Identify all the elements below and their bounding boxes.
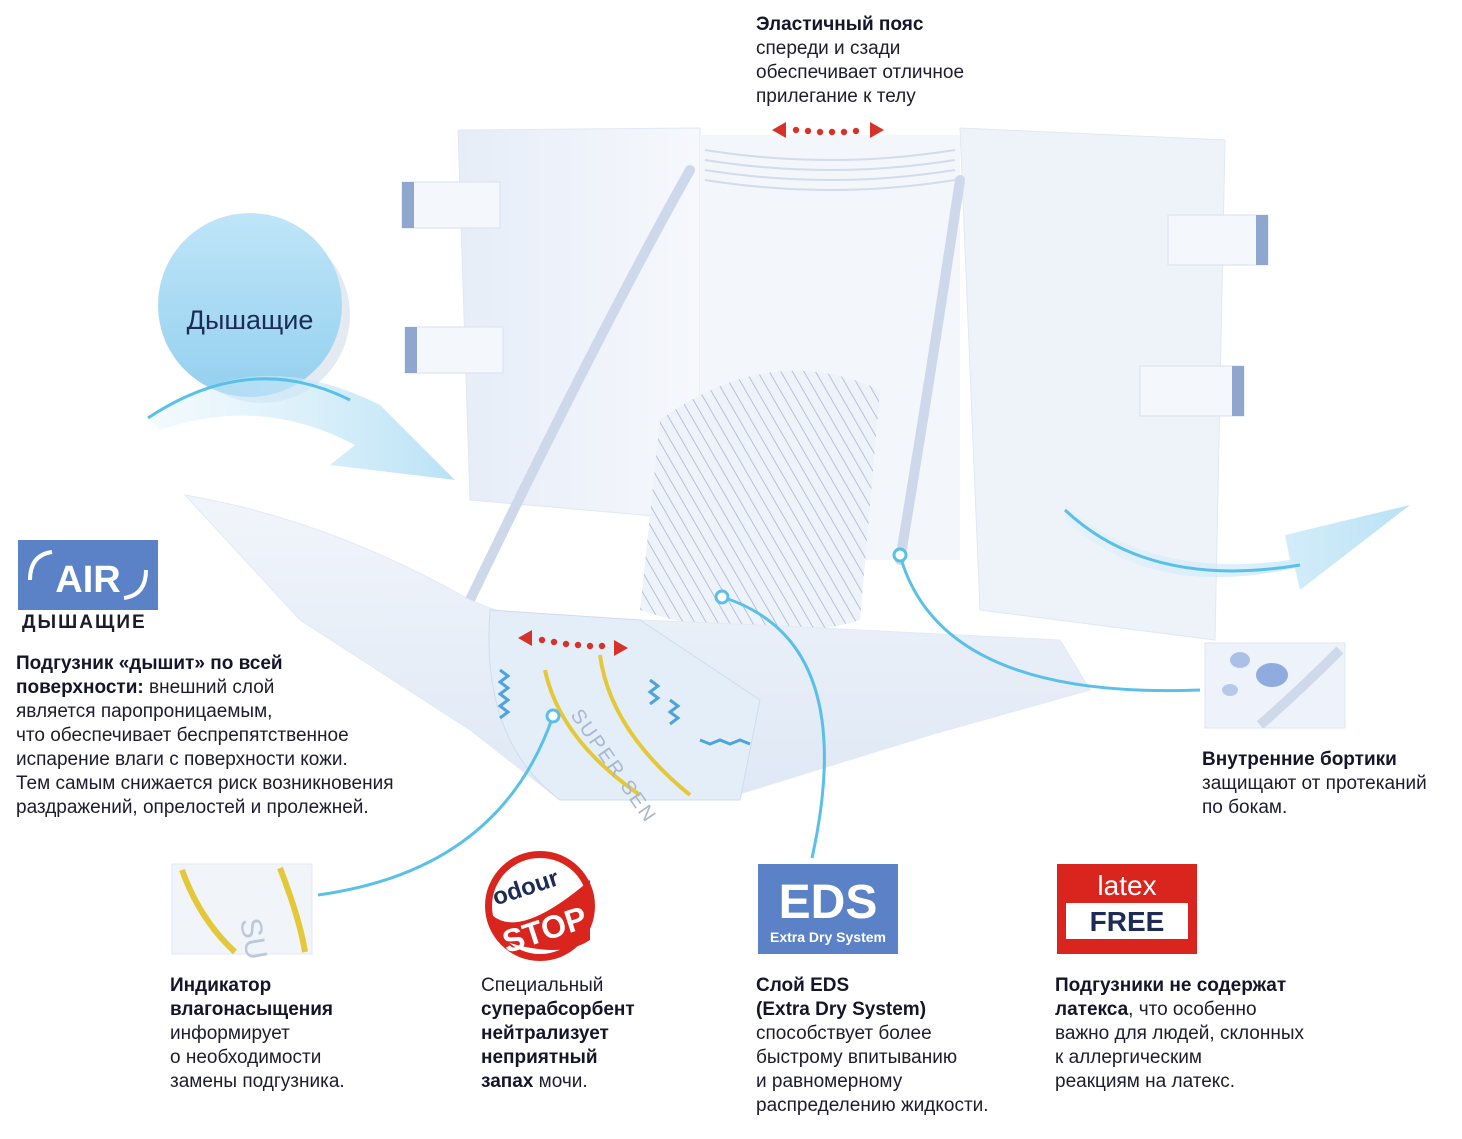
callout-indicator-line: о необходимости — [170, 1047, 322, 1068]
callout-indicator-line: замены подгузника. — [170, 1071, 345, 1092]
callout-odour-rest: мочи. — [533, 1071, 588, 1092]
callout-breathable-rest: внешний слой — [143, 677, 275, 698]
callout-breathable-line: раздражений, опрелостей и пролежней. — [16, 797, 369, 818]
elastic-waistband — [704, 149, 956, 191]
callout-elastic-line: спереди и сзади — [756, 38, 901, 59]
callout-odour-line: Специальный — [481, 975, 604, 996]
inner-cuff-thumbnail — [1204, 642, 1346, 729]
svg-text:SU: SU — [233, 915, 273, 962]
callout-connectors — [317, 554, 1201, 897]
elastic-arrow-top — [772, 122, 884, 138]
callout-latex-free: Подгузники не содержат латекса, что особ… — [1055, 974, 1304, 1094]
callout-latex-bold: латекса — [1055, 999, 1129, 1020]
callout-indicator-title: влагонасыщения — [170, 999, 334, 1020]
fastening-tapes — [401, 181, 1269, 417]
callout-odour-bold: суперабсорбент — [481, 999, 635, 1020]
callout-eds-title: (Extra Dry System) — [756, 999, 927, 1020]
callout-indicator-line: информирует — [170, 1023, 290, 1044]
airflow-arrow-right — [1065, 505, 1410, 590]
callout-latex-line: латекса, что особенно — [1055, 998, 1304, 1022]
callout-inner-cuffs: Внутренние бортики защищают от протекани… — [1202, 748, 1427, 820]
callout-breathable-line: испарение влаги с поверхности кожи. — [16, 749, 348, 770]
latex-badge-top: latex — [1097, 870, 1156, 901]
eds-badge: EDS Extra Dry System — [758, 864, 898, 954]
air-badge: AIR — [18, 540, 158, 610]
absorbent-core-stripes — [640, 370, 880, 633]
callout-latex-title: Подгузники не содержат — [1055, 975, 1287, 996]
eds-badge-bottom: Extra Dry System — [770, 929, 886, 945]
callout-wetness-indicator: Индикатор влагонасыщения информирует о н… — [170, 974, 345, 1094]
callout-odour-bold: запах — [481, 1071, 534, 1092]
blue-zigzag-print — [497, 668, 751, 746]
callout-latex-line: реакциям на латекс. — [1055, 1071, 1236, 1092]
air-badge-caption: ДЫШАЩИЕ — [22, 612, 147, 633]
diaper-back-panel-right — [959, 127, 1226, 641]
callout-breathable-bold: поверхности: — [16, 677, 144, 698]
callout-breathable-line: что обеспечивает беспрепятственное — [16, 725, 349, 746]
callout-elastic-title: Эластичный пояс — [756, 14, 924, 35]
callout-breathable-line: поверхности: внешний слой — [16, 676, 394, 700]
side-cuff-left — [465, 165, 695, 605]
callout-eds-line: и равномерному — [756, 1071, 903, 1092]
callout-breathable: Подгузник «дышит» по всей поверхности: в… — [16, 652, 394, 820]
wetness-indicator-thumbnail: SU — [171, 863, 313, 962]
callout-eds-line: быстрому впитыванию — [756, 1047, 958, 1068]
breathable-bubble — [158, 213, 342, 397]
elastic-arrow-front — [518, 630, 628, 656]
latex-free-badge: latex FREE — [1057, 864, 1197, 954]
latex-badge-bottom: FREE — [1090, 906, 1165, 937]
callout-breathable-line: является паропроницаемым, — [16, 701, 273, 722]
callout-odour-stop: Специальный суперабсорбент нейтрализует … — [481, 974, 635, 1094]
callout-indicator-title: Индикатор — [170, 975, 272, 996]
callout-odour-bold: неприятный — [481, 1047, 598, 1068]
callout-latex-line: к аллергическим — [1055, 1047, 1202, 1068]
side-cuff-right — [895, 175, 965, 565]
callout-odour-line: запах мочи. — [481, 1070, 635, 1094]
callout-elastic-line: прилегание к телу — [756, 86, 916, 107]
airflow-arrow-left — [150, 375, 455, 480]
callout-eds: Слой EDS (Extra Dry System) способствует… — [756, 974, 989, 1118]
callout-breathable-line: Тем самым снижается риск возникновения — [16, 773, 394, 794]
callout-elastic-line: обеспечивает отличное — [756, 62, 965, 83]
callout-latex-line: важно для людей, склонных — [1055, 1023, 1305, 1044]
callout-cuffs-line: защищают от протеканий — [1202, 773, 1427, 794]
breathable-bubble-label: Дышащие — [186, 305, 314, 335]
callout-latex-rest: , что особенно — [1128, 999, 1257, 1020]
eds-badge-top: EDS — [779, 876, 878, 929]
callout-elastic-waist: Эластичный пояс спереди и сзади обеспечи… — [756, 13, 964, 109]
air-logo-text: AIR — [55, 559, 120, 601]
callout-eds-line: способствует более — [756, 1023, 932, 1044]
callout-eds-title: Слой EDS — [756, 975, 850, 996]
front-print-panel — [488, 609, 761, 801]
callout-cuffs-line: по бокам. — [1202, 797, 1288, 818]
callout-breathable-title: Подгузник «дышит» по всей — [16, 653, 283, 674]
odour-stop-badge: odour STOP — [485, 851, 595, 961]
callout-eds-line: распределению жидкости. — [756, 1095, 989, 1116]
callout-odour-bold: нейтрализует — [481, 1023, 609, 1044]
callout-cuffs-title: Внутренние бортики — [1202, 749, 1397, 770]
